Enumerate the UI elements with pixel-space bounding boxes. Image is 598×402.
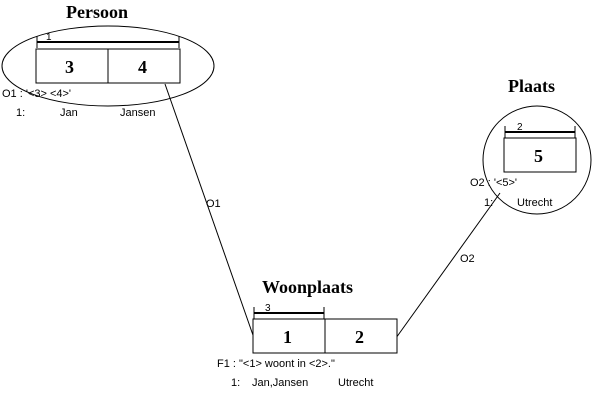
plaats-uniqueness-number: 2 [517, 122, 523, 133]
connector-o1-label: O1 [206, 198, 221, 210]
woonplaats-row-index: 1: [231, 377, 240, 389]
plaats-circle [482, 105, 592, 215]
woonplaats-fact-type[interactable]: Woonplaats 1 2 3 F1 : "<1> woont in <2>.… [217, 277, 398, 389]
persoon-row-value-2: Jansen [120, 107, 155, 119]
persoon-role-box-4[interactable] [107, 48, 181, 84]
plaats-row-index: 1: [484, 197, 493, 209]
woonplaats-uniqueness-number: 3 [265, 303, 271, 314]
persoon-role-4: 4 [138, 57, 147, 77]
woonplaats-row-value-1: Jan,Jansen [252, 377, 308, 389]
woonplaats-title: Woonplaats [262, 277, 353, 297]
woonplaats-role-2: 2 [355, 327, 364, 347]
woonplaats-fact-label: F1 : "<1> woont in <2>." [217, 358, 335, 370]
plaats-row-value-1: Utrecht [517, 197, 552, 209]
persoon-ellipse [1, 25, 215, 107]
persoon-fact-label: O1 : '<3> <4>' [2, 88, 71, 100]
persoon-row-value-1: Jan [60, 107, 78, 119]
persoon-role-3: 3 [65, 57, 74, 77]
plaats-fact-label: O2 : '<5>' [470, 177, 517, 189]
persoon-uniqueness-number: 1 [46, 32, 52, 43]
plaats-object-type[interactable]: Plaats 5 2 O2 : '<5>' 1: Utrecht [470, 76, 592, 215]
woonplaats-role-1: 1 [283, 327, 292, 347]
woonplaats-row-value-2: Utrecht [338, 377, 373, 389]
woonplaats-role-box-2[interactable] [324, 318, 398, 354]
connector-o2-label: O2 [460, 253, 475, 265]
connector-o2-line [395, 192, 501, 339]
persoon-role-box-3[interactable] [35, 48, 109, 84]
woonplaats-role-box-1[interactable] [252, 318, 326, 354]
persoon-title: Persoon [66, 2, 128, 22]
persoon-object-type[interactable]: Persoon 3 4 1 O1 : '<3> <4>' 1: Jan Jans… [1, 2, 215, 119]
plaats-role-5: 5 [534, 146, 543, 166]
persoon-row-index: 1: [16, 107, 25, 119]
plaats-role-box-5[interactable] [503, 137, 577, 173]
connector-o1-line [164, 83, 255, 339]
plaats-title: Plaats [508, 76, 555, 96]
